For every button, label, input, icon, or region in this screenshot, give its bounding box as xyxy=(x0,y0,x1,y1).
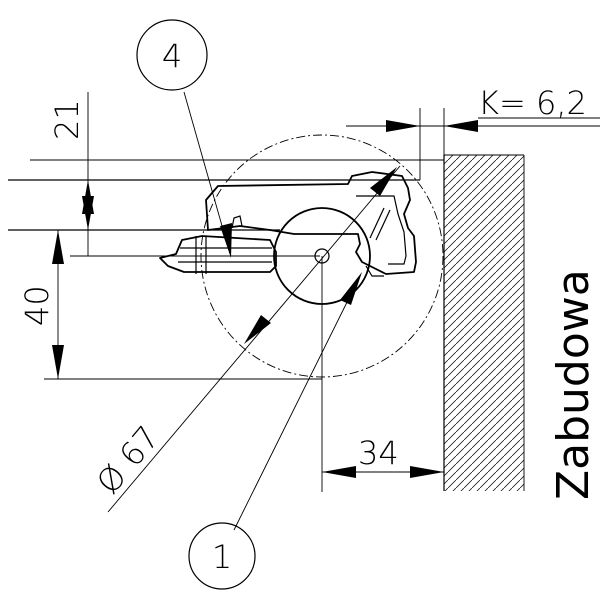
callout-1-label: 1 xyxy=(212,538,232,576)
diameter-arrow-lower xyxy=(244,315,271,344)
hinge-body xyxy=(159,171,417,305)
wall-label: Zabudowa xyxy=(548,269,599,500)
diameter-arrow-upper xyxy=(370,167,397,196)
dimension-34: 34 xyxy=(321,256,444,492)
k-arrow-left xyxy=(386,120,420,132)
hinge-cup-inner xyxy=(356,195,407,265)
callout-1-arrow xyxy=(340,272,362,305)
wall-hatch xyxy=(444,155,524,491)
housing-hook xyxy=(365,265,384,277)
dimension-k: K= 6,2 xyxy=(346,84,600,180)
dimension-21: 21 xyxy=(48,92,94,256)
dimension-diameter: Ø 67 xyxy=(89,165,401,513)
k-arrow-right xyxy=(444,120,478,132)
wall: Zabudowa xyxy=(443,154,599,500)
mounting-plate xyxy=(159,235,277,273)
dim40-label: 40 xyxy=(18,285,56,326)
hinge-housing xyxy=(205,171,417,275)
callout-1-leader xyxy=(233,275,361,531)
dim40-arrow-bottom xyxy=(52,345,64,379)
dimension-40: 40 xyxy=(18,230,64,379)
callout-1: 1 xyxy=(188,272,362,590)
dim34-label: 34 xyxy=(358,434,399,472)
callout-4-arrow xyxy=(220,223,232,258)
hinge-arm-2 xyxy=(375,209,391,241)
diameter-line xyxy=(107,165,401,513)
dim21-arrow-bottom xyxy=(82,196,94,230)
callout-4: 4 xyxy=(136,19,232,258)
callout-4-label: 4 xyxy=(162,37,182,75)
k-dimension-label: K= 6,2 xyxy=(478,84,587,122)
door-panel-lines xyxy=(8,159,444,380)
callout-4-balloon xyxy=(136,19,208,91)
callout-1-balloon xyxy=(188,522,256,590)
dim40-arrow-top xyxy=(52,230,64,264)
diameter-label: Ø 67 xyxy=(89,418,167,501)
hinge-arm xyxy=(369,207,385,239)
dim34-arrow-right xyxy=(410,466,444,478)
clip-detail xyxy=(231,215,243,229)
dim21-label: 21 xyxy=(48,99,86,140)
dim34-arrow-left xyxy=(322,466,356,478)
